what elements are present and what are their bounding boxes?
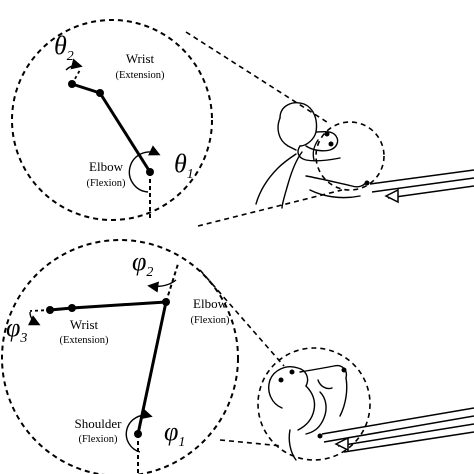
bottom-panel: φ2 φ3 φ1 Elbow (Flexion) Wrist (Extensio… — [1, 239, 474, 474]
bottom-phi3-arc — [27, 311, 41, 326]
svg-text:φ1: φ1 — [164, 417, 185, 450]
top-connector-upper — [185, 31, 331, 125]
theta2-symbol: θ — [54, 31, 67, 60]
top-inset-circle — [315, 121, 385, 191]
bottom-shoulder-sub: (Flexion) — [78, 434, 118, 445]
top-zoom-circle — [11, 19, 213, 221]
bottom-elbow-joint — [162, 298, 170, 306]
svg-text:φ2: φ2 — [132, 247, 153, 280]
bottom-elbow-label: Elbow — [193, 296, 228, 311]
top-person-illustration — [255, 102, 370, 209]
top-elbow-joint — [146, 168, 154, 176]
top-wrist-label: Wrist — [126, 51, 155, 66]
theta1-symbol: θ — [174, 149, 187, 178]
phi3-index: 3 — [19, 331, 27, 346]
top-connector-lower — [197, 189, 343, 227]
top-tracker-beams — [369, 169, 474, 204]
bottom-wrist-label: Wrist — [70, 317, 99, 332]
bottom-connector-upper — [199, 269, 285, 367]
bottom-inset-circle — [257, 347, 371, 461]
top-wrist-sub: (Extension) — [116, 70, 165, 81]
bottom-forearm-segment — [71, 300, 167, 310]
top-wrist-joint — [96, 89, 104, 97]
top-forearm-segment — [98, 92, 152, 173]
bottom-shoulder-label: Shoulder — [75, 416, 123, 431]
bottom-phi1-arc — [125, 408, 153, 453]
bottom-tracker-beams — [321, 407, 474, 453]
svg-text:θ2: θ2 — [54, 31, 74, 64]
top-hand-segment — [71, 82, 101, 95]
theta2-index: 2 — [67, 49, 74, 64]
bottom-wrist-sub: (Extension) — [60, 335, 109, 346]
bottom-person-illustration — [268, 364, 348, 461]
bottom-zoom-circle — [1, 239, 239, 474]
bottom-elbow-sub: (Flexion) — [190, 315, 230, 326]
bottom-upper-arm-segment — [136, 301, 168, 435]
phi2-symbol: φ — [132, 247, 146, 276]
top-elbow-label: Elbow — [89, 159, 124, 174]
phi1-index: 1 — [178, 435, 185, 450]
top-elbow-sub: (Flexion) — [86, 178, 126, 189]
svg-text:φ3: φ3 — [6, 313, 27, 346]
theta1-index: 1 — [187, 167, 194, 182]
top-hand-joint — [68, 80, 76, 88]
phi3-symbol: φ — [6, 313, 20, 342]
bottom-hand-joint — [46, 306, 54, 314]
phi2-index: 2 — [146, 265, 153, 280]
bottom-shoulder-joint — [134, 430, 142, 438]
svg-text:θ1: θ1 — [174, 149, 194, 182]
phi1-symbol: φ — [164, 417, 178, 446]
top-theta1-arc — [128, 145, 161, 193]
bottom-connector-lower — [219, 439, 283, 447]
top-panel: θ2 θ1 Wrist (Extension) Elbow (Flexion) — [11, 19, 474, 227]
bottom-phi2-arc — [147, 279, 177, 293]
top-theta2-arc — [65, 58, 83, 71]
bottom-wrist-joint — [68, 304, 76, 312]
